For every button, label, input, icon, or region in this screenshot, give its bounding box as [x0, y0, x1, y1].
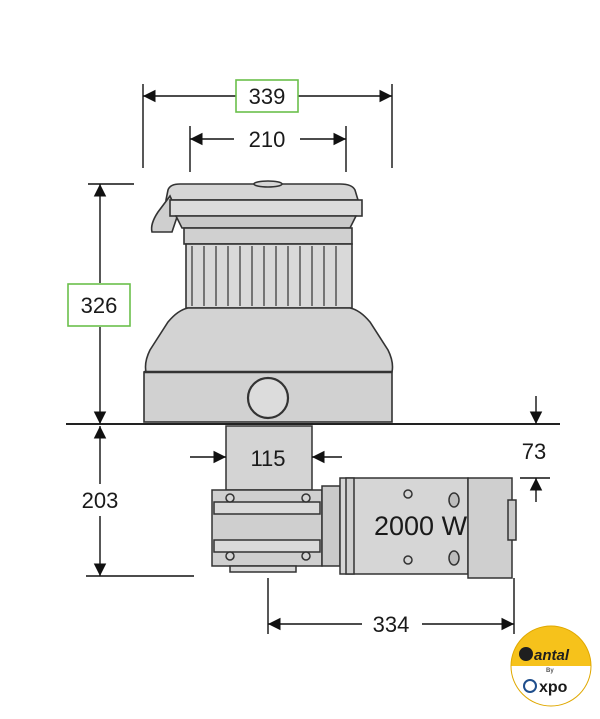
motor-length-dimension: 334	[373, 612, 410, 637]
winch-port-hole	[246, 376, 290, 420]
overall-width-box	[235, 79, 299, 113]
winch-base-housing	[144, 307, 394, 373]
motor-terminal	[403, 555, 413, 565]
height-above-deck-dimension: 326	[81, 293, 118, 318]
gearbox-bolt	[301, 493, 311, 503]
overall-width-dimension: 339	[249, 84, 286, 109]
dimension-lines	[86, 84, 550, 634]
logo-partner: xpo	[539, 679, 568, 696]
drum-rib-lines	[191, 246, 337, 306]
motor-terminal	[403, 489, 413, 499]
motor-flange	[321, 485, 341, 567]
winch-top-knob	[253, 180, 283, 188]
motor-power-label: 2000 W	[374, 511, 468, 541]
logo-by: By	[546, 668, 554, 674]
winch-body	[143, 180, 394, 423]
deck-offset-dimension: 73	[522, 439, 546, 464]
shaft-width-dimension: 115	[250, 446, 285, 471]
height-below-deck-dimension: 203	[82, 488, 119, 513]
drum-barrel	[183, 227, 353, 245]
below-deck-assembly	[211, 425, 517, 579]
winch-top-cap	[165, 183, 360, 201]
drum-ribs	[185, 243, 353, 309]
drum-flange	[169, 199, 363, 217]
drive-shaft	[225, 425, 313, 491]
gearbox-bolt	[225, 493, 235, 503]
gearbox-bolt	[225, 551, 235, 561]
xpo-swirl-icon	[523, 679, 537, 693]
gearbox-bolt	[301, 551, 311, 561]
motor-terminal-stud	[448, 492, 460, 508]
logo-brand: antal	[534, 647, 570, 664]
drum-width-dimension: 210	[249, 127, 286, 152]
antal-xpo-logo: antal By xpo	[510, 625, 592, 707]
height-above-deck-box	[67, 283, 131, 327]
motor-end-cap	[467, 477, 513, 579]
antal-emblem-icon	[519, 647, 533, 661]
motor-terminal-stud	[448, 550, 460, 566]
